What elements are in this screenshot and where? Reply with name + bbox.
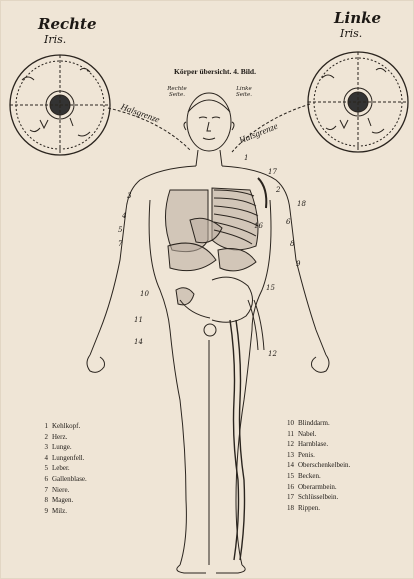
figure-number: 7 xyxy=(118,240,123,248)
figure-number: 1 xyxy=(244,154,248,162)
skeleton xyxy=(180,277,264,560)
figure-number: 5 xyxy=(118,226,123,234)
figure-number: 3 xyxy=(127,192,132,200)
figure-number: 15 xyxy=(266,284,275,292)
figure-number: 8 xyxy=(290,240,295,248)
figure-number: 10 xyxy=(140,290,149,298)
figure-number: 11 xyxy=(134,316,143,324)
figure-number: 18 xyxy=(297,200,306,208)
figure-number: 14 xyxy=(134,338,143,346)
head xyxy=(184,93,234,151)
figure-number: 9 xyxy=(296,260,301,268)
organs xyxy=(165,188,258,305)
figure-number: 16 xyxy=(254,222,263,230)
figure-number: 6 xyxy=(286,218,291,226)
figure-number: 12 xyxy=(268,350,277,358)
left-iris-diagram xyxy=(308,52,408,152)
figure-number: 4 xyxy=(121,212,126,220)
figure-number: 2 xyxy=(275,186,281,194)
right-iris-diagram xyxy=(10,55,110,155)
figure-number: 17 xyxy=(268,168,277,176)
